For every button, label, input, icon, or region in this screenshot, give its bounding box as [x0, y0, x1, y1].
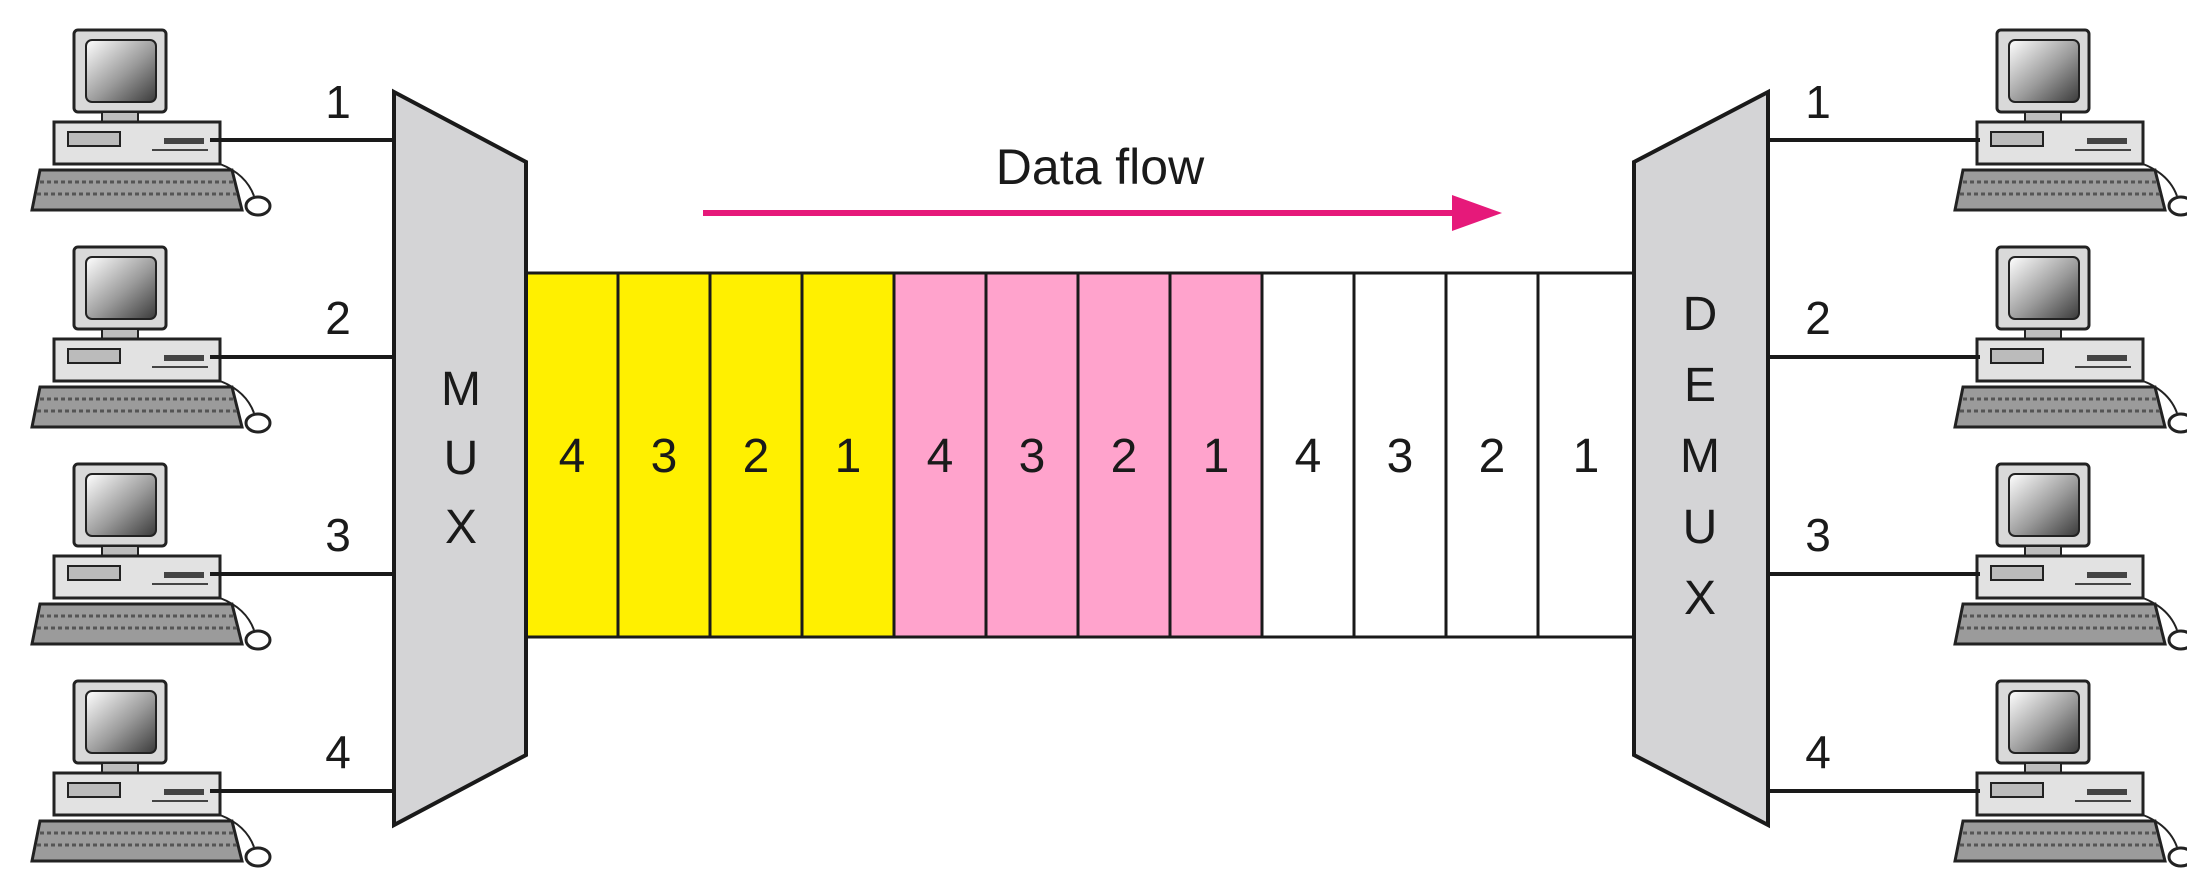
desktop-computer-icon [1953, 245, 2187, 434]
right-line-labels: 1 2 3 4 [1805, 76, 1831, 778]
data-flow-label: Data flow [996, 139, 1205, 195]
line-label: 4 [1805, 726, 1831, 778]
time-slot [1260, 271, 1356, 639]
time-slot [1168, 271, 1264, 639]
desktop-computer-icon [30, 245, 272, 434]
demux-letter: M [1680, 430, 1720, 483]
line-label: 2 [325, 292, 351, 344]
time-slot [1444, 271, 1540, 639]
slot-label: 4 [927, 430, 954, 483]
demux-device: D E M U X [1632, 88, 1770, 829]
left-line-labels: 1 2 3 4 [325, 76, 351, 778]
slot-label: 3 [651, 430, 678, 483]
slot-label: 2 [743, 430, 770, 483]
sender-computers [30, 28, 272, 868]
desktop-computer-icon [30, 28, 272, 217]
time-slot [708, 271, 804, 639]
demux-letter: X [1684, 572, 1716, 625]
mux-device: M U X [392, 88, 528, 829]
receiver-computers [1953, 28, 2187, 868]
line-label: 1 [325, 76, 351, 128]
slot-label: 3 [1387, 430, 1414, 483]
time-slot [800, 271, 896, 639]
line-label: 4 [325, 726, 351, 778]
data-flow-arrowhead-icon [1452, 195, 1502, 231]
slot-label: 2 [1479, 430, 1506, 483]
line-label: 1 [1805, 76, 1831, 128]
slot-label: 1 [1203, 430, 1230, 483]
input-lines [210, 138, 396, 793]
frame: 4 3 2 1 [892, 271, 1264, 639]
output-lines [1768, 138, 1980, 793]
desktop-computer-icon [1953, 28, 2187, 217]
desktop-computer-icon [1953, 679, 2187, 868]
mux-letter: X [445, 501, 477, 554]
desktop-computer-icon [1953, 462, 2187, 651]
line-label: 3 [1805, 509, 1831, 561]
frame: 4 3 2 1 [524, 271, 896, 639]
mux-letter: M [441, 363, 481, 416]
frame: 4 3 2 1 [1260, 271, 1636, 639]
line-label: 3 [325, 509, 351, 561]
slot-label: 2 [1111, 430, 1138, 483]
mux-letter: U [444, 432, 479, 485]
time-slot [616, 271, 712, 639]
time-slot [1352, 271, 1448, 639]
time-slot [1076, 271, 1172, 639]
demux-letter: U [1683, 501, 1718, 554]
slot-label: 4 [1295, 430, 1322, 483]
slot-label: 1 [835, 430, 862, 483]
desktop-computer-icon [30, 462, 272, 651]
slot-label: 4 [559, 430, 586, 483]
time-slot [892, 271, 988, 639]
time-slot [984, 271, 1080, 639]
transmission-link: 4 3 2 1 4 3 2 1 4 3 2 1 [524, 271, 1636, 639]
line-label: 2 [1805, 292, 1831, 344]
slot-label: 3 [1019, 430, 1046, 483]
desktop-computer-icon [30, 679, 272, 868]
slot-label: 1 [1573, 430, 1600, 483]
demux-letter: D [1683, 288, 1718, 341]
demux-letter: E [1684, 359, 1716, 412]
